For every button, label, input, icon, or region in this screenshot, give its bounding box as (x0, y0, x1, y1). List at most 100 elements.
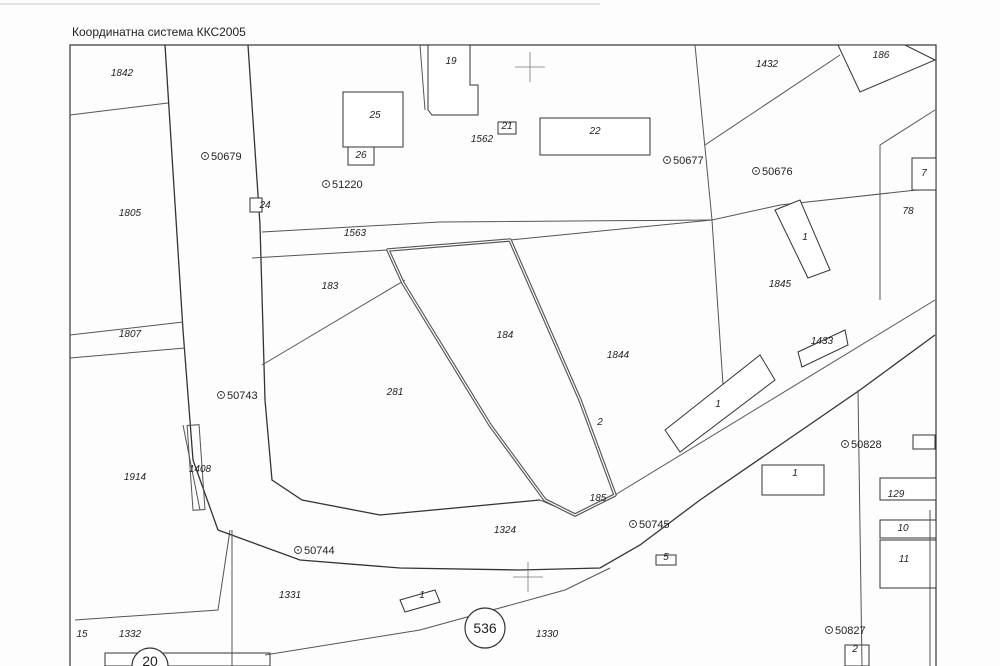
parcel-184-highlight-inner (387, 239, 616, 516)
parcel-label-p10: 10 (897, 523, 909, 534)
survey-point-dot-icon (632, 523, 634, 525)
building-20-strip (104, 652, 271, 666)
building-19 (422, 44, 479, 116)
building-24 (249, 197, 263, 213)
survey-point-dot-icon (297, 549, 299, 551)
building-25 (342, 91, 404, 148)
building-1d (399, 589, 441, 613)
survey-point-dot-icon (828, 629, 830, 631)
parcel-label-p1845: 1845 (769, 279, 792, 290)
parcel-label-p1408: 1408 (189, 464, 212, 475)
survey-point-label: 50744 (304, 545, 335, 557)
parcel-label-p1: 1 (802, 232, 808, 243)
road-edge-lower (217, 334, 936, 571)
parcel-label-p1c: 1 (792, 468, 798, 479)
boundary-19-left (419, 44, 426, 111)
survey-point-label: 50679 (211, 151, 242, 163)
building-26 (347, 146, 375, 166)
parcel-label-p1b: 1 (715, 399, 721, 410)
parcel-label-p26: 26 (354, 150, 367, 161)
parcel-label-p1563: 1563 (344, 228, 367, 239)
grid-cross-bottom (513, 562, 543, 592)
parcel-label-p1562: 1562 (471, 134, 494, 145)
survey-point-sp50827: 50827 (825, 625, 866, 637)
survey-point-label: 50827 (835, 625, 866, 637)
survey-points: 50679 51220 50677 50676 50743 50828 50745 50744… (201, 151, 882, 637)
parcel-label-p1807: 1807 (119, 329, 142, 340)
parcel-label-p1324: 1324 (494, 525, 517, 536)
boundary-block-top (251, 219, 713, 259)
parcel-label-p1914: 1914 (124, 472, 147, 483)
building-2b (844, 644, 870, 666)
survey-point-label: 50677 (673, 155, 704, 167)
parcel-label-p186: 186 (873, 50, 890, 61)
building-129 (879, 477, 937, 501)
parcel-label-p1d: 1 (419, 590, 425, 601)
boundary-1845-left (711, 219, 726, 416)
survey-point-dot-icon (666, 159, 668, 161)
strip-1408 (186, 424, 206, 511)
parcel-label-p183: 183 (322, 281, 339, 292)
parcel-label-p1331: 1331 (279, 590, 301, 601)
parcel-label-p24: 24 (258, 200, 271, 211)
boundary-1842 (69, 102, 169, 116)
parcel-20-circle (131, 647, 169, 666)
survey-point-sp50679: 50679 (201, 151, 242, 163)
survey-point-sp50828: 50828 (841, 439, 882, 451)
survey-point-dot-icon (204, 155, 206, 157)
boundary-1331-1330 (264, 567, 611, 656)
parcel-label-p1842: 1842 (111, 68, 134, 79)
boundary-1563-top (261, 219, 713, 233)
survey-point-sp50677: 50677 (663, 155, 704, 167)
building-11 (879, 539, 937, 589)
survey-point-dot-icon (220, 394, 222, 396)
boundary-1845-top (711, 187, 936, 221)
parcel-label-p2b: 2 (851, 644, 858, 655)
parcel-label-p19: 19 (445, 56, 457, 67)
sheet-number: 536 (473, 620, 497, 636)
parcel-label-p185: 185 (590, 493, 607, 504)
parcel-label-p22: 22 (588, 126, 601, 137)
parcel-label-p1805: 1805 (119, 208, 142, 219)
survey-point-sp50676: 50676 (752, 166, 793, 178)
building-1c (761, 464, 825, 496)
parcel-label-p1844: 1844 (607, 350, 630, 361)
survey-point-label: 50676 (762, 166, 793, 178)
survey-point-label: 51220 (332, 179, 363, 191)
boundary-1432-left (694, 44, 713, 221)
parcel-label-p1332: 1332 (119, 629, 142, 640)
survey-point-dot-icon (755, 170, 757, 172)
building-7 (911, 157, 937, 191)
boundary-1432-diag (704, 54, 841, 146)
boundary-1807-top (69, 321, 184, 336)
building-1433 (797, 329, 849, 368)
parcel-label-p20: 20 (142, 653, 158, 666)
sheet-number-circle (464, 607, 506, 649)
survey-point-dot-icon (325, 183, 327, 185)
coordinate-system-label: Координатна система ККС2005 (72, 25, 246, 39)
survey-point-sp50743: 50743 (217, 390, 258, 402)
survey-point-label: 50745 (639, 519, 670, 531)
boundary-1807-bottom (69, 347, 186, 359)
street-edge-left-b (247, 44, 541, 516)
parcel-label-p184: 184 (497, 330, 514, 341)
survey-point-label: 50743 (227, 390, 258, 402)
parcel-label-p1433: 1433 (811, 336, 834, 347)
parcel-label-p281: 281 (386, 387, 404, 398)
building-5 (655, 554, 677, 566)
boundary-1914 (74, 529, 231, 621)
parcel-label-p5: 5 (663, 552, 669, 563)
parcel-label-p1330: 1330 (536, 629, 559, 640)
parcel-label-p1432: 1432 (756, 59, 779, 70)
building-22 (539, 117, 651, 156)
parcel-label-p15: 15 (76, 629, 88, 640)
building-186 (837, 44, 937, 93)
road-edge-upper (614, 299, 936, 496)
survey-point-sp50744: 50744 (294, 545, 335, 557)
parcel-label-p129: 129 (888, 489, 905, 500)
parcel-label-p7: 7 (921, 168, 927, 179)
boundary-right-column (857, 389, 863, 666)
